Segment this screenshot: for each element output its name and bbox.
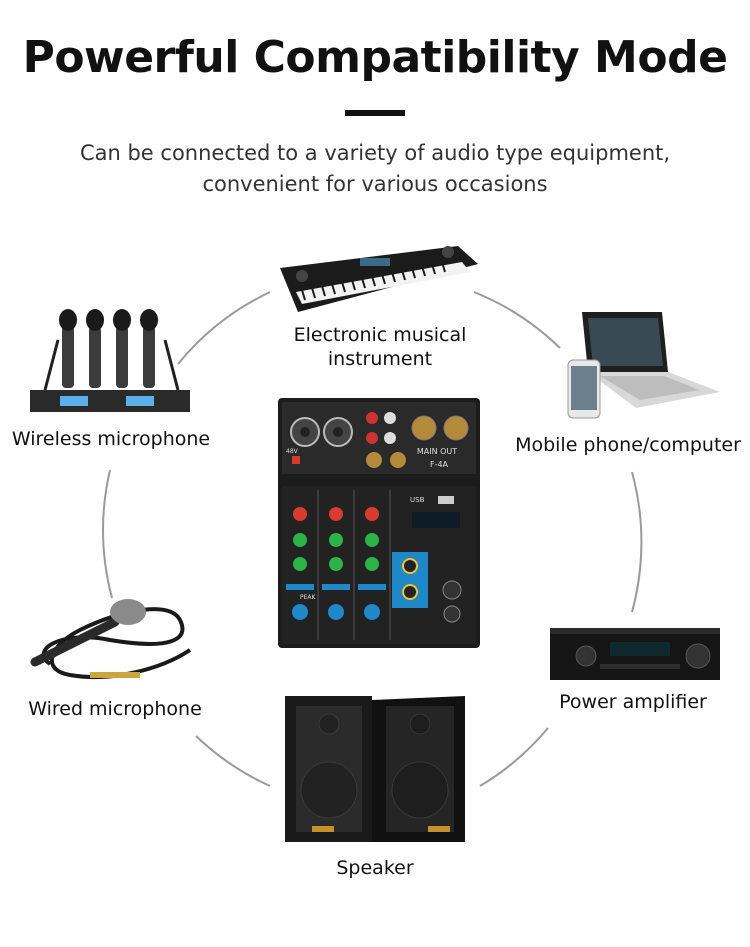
mixer-peak-label: PEAK xyxy=(300,594,316,601)
connection-arcs xyxy=(102,291,643,787)
wired-microphone-label: Wired microphone xyxy=(28,698,202,720)
mixer-main-out-label: MAIN OUT xyxy=(416,447,458,456)
wireless-microphone-label: Wireless microphone xyxy=(11,428,211,450)
keyboard-label-line-1: Electronic musical xyxy=(293,324,467,346)
amplifier-icon xyxy=(550,628,720,680)
keyboard-label-line-2: instrument xyxy=(327,348,433,370)
laptop-phone-icon xyxy=(567,312,720,419)
keyboard-icon xyxy=(280,246,478,312)
subtitle-line-2: convenient for various occasions xyxy=(202,172,548,196)
amplifier-label: Power amplifier xyxy=(559,691,707,713)
mixer-icon xyxy=(278,398,480,648)
wireless-microphone-icon xyxy=(30,309,190,412)
mixer-phantom-label: 48V xyxy=(286,448,298,455)
mixer-usb-label: USB xyxy=(410,496,425,504)
speaker-label: Speaker xyxy=(336,857,414,879)
wired-microphone-icon xyxy=(30,599,192,679)
speaker-icon xyxy=(285,696,465,842)
subtitle-line-1: Can be connected to a variety of audio t… xyxy=(79,141,671,165)
mixer-model-label: F-4A xyxy=(429,460,449,469)
page-title: Powerful Compatibility Mode xyxy=(22,32,728,83)
computer-label: Mobile phone/computer xyxy=(515,434,741,456)
title-divider xyxy=(345,110,405,116)
